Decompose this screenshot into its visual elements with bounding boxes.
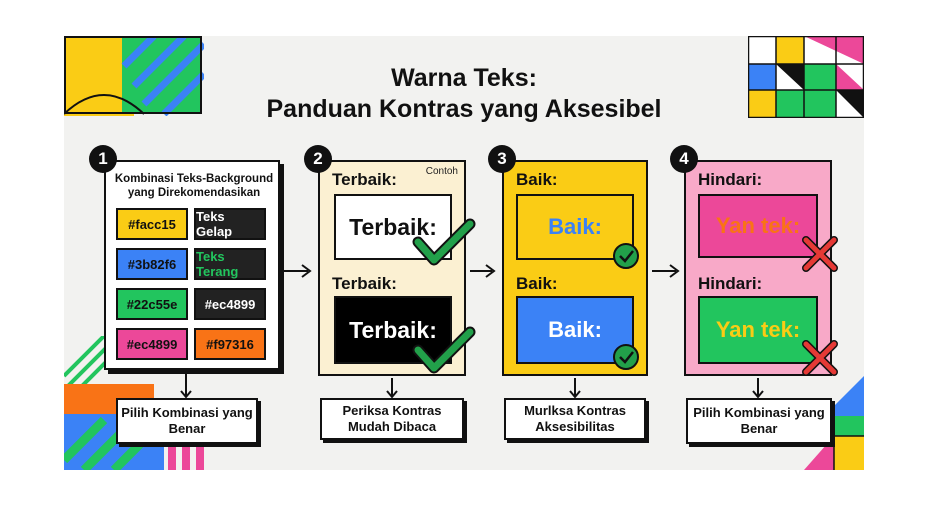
step-2-sample-1: Terbaik: [334,194,452,260]
color-swatch: #f97316 [194,328,266,360]
step-3-label-1: Baik: [516,170,558,189]
step-1-badge: 1 [89,145,117,173]
decor-bottom-right [804,376,864,470]
color-swatch: #ec4899 [116,328,188,360]
color-swatch: #facc15 [116,208,188,240]
step-4-label-1: Hindari: [698,170,763,189]
step-2-sample-2: Terbaik: [334,296,452,364]
step-3-label-2: Baik: [516,274,558,293]
step-2-badge: 2 [304,145,332,173]
color-swatch: #22c55e [116,288,188,320]
step-4-badge: 4 [670,145,698,173]
step-1-footer: Pilih Kombinasi yang Benar [116,398,258,444]
check-icon [412,218,476,266]
cross-icon [802,236,838,272]
step-4-sample-1: Yan tek: [698,194,818,258]
step-2-panel: Contoh Terbaik: Terbaik: Terbaik: Terbai… [318,160,466,376]
color-swatch: #ec4899 [194,288,266,320]
color-swatch: #3b82f6 [116,248,188,280]
cross-icon [802,340,838,376]
check-circle-icon [613,243,639,269]
color-swatch: Teks Terang [194,248,266,280]
step-2-footer: Periksa Kontras Mudah Dibaca [320,398,464,440]
step-4-label-2: Hindari: [698,274,763,293]
title-line-2: Panduan Kontras yang Aksesibel [266,95,662,123]
step-4-footer: Pilih Kombinasi yang Benar [686,398,832,444]
step-3-badge: 3 [488,145,516,173]
step-2-label-1: Terbaik: [332,170,397,189]
step-2-corner-note: Contoh [425,166,458,177]
check-circle-icon [613,344,639,370]
color-swatch: Teks Gelap [194,208,266,240]
check-icon [412,326,476,374]
step-1-heading: Kombinasi Teks-Background yang Direkomen… [114,173,274,199]
step-3-footer: Murlksa Kontras Aksesibilitas [504,398,646,440]
step-3-sample-1: Baik: [516,194,634,260]
step-3-panel: Baik: Baik: Baik: Baik: [502,160,648,376]
decor-top-left [64,36,204,116]
decor-top-right [748,36,864,118]
step-4-sample-2: Yan tek: [698,296,818,364]
step-2-label-2: Terbaik: [332,274,397,293]
title-line-1: Warna Teks: [391,64,537,92]
